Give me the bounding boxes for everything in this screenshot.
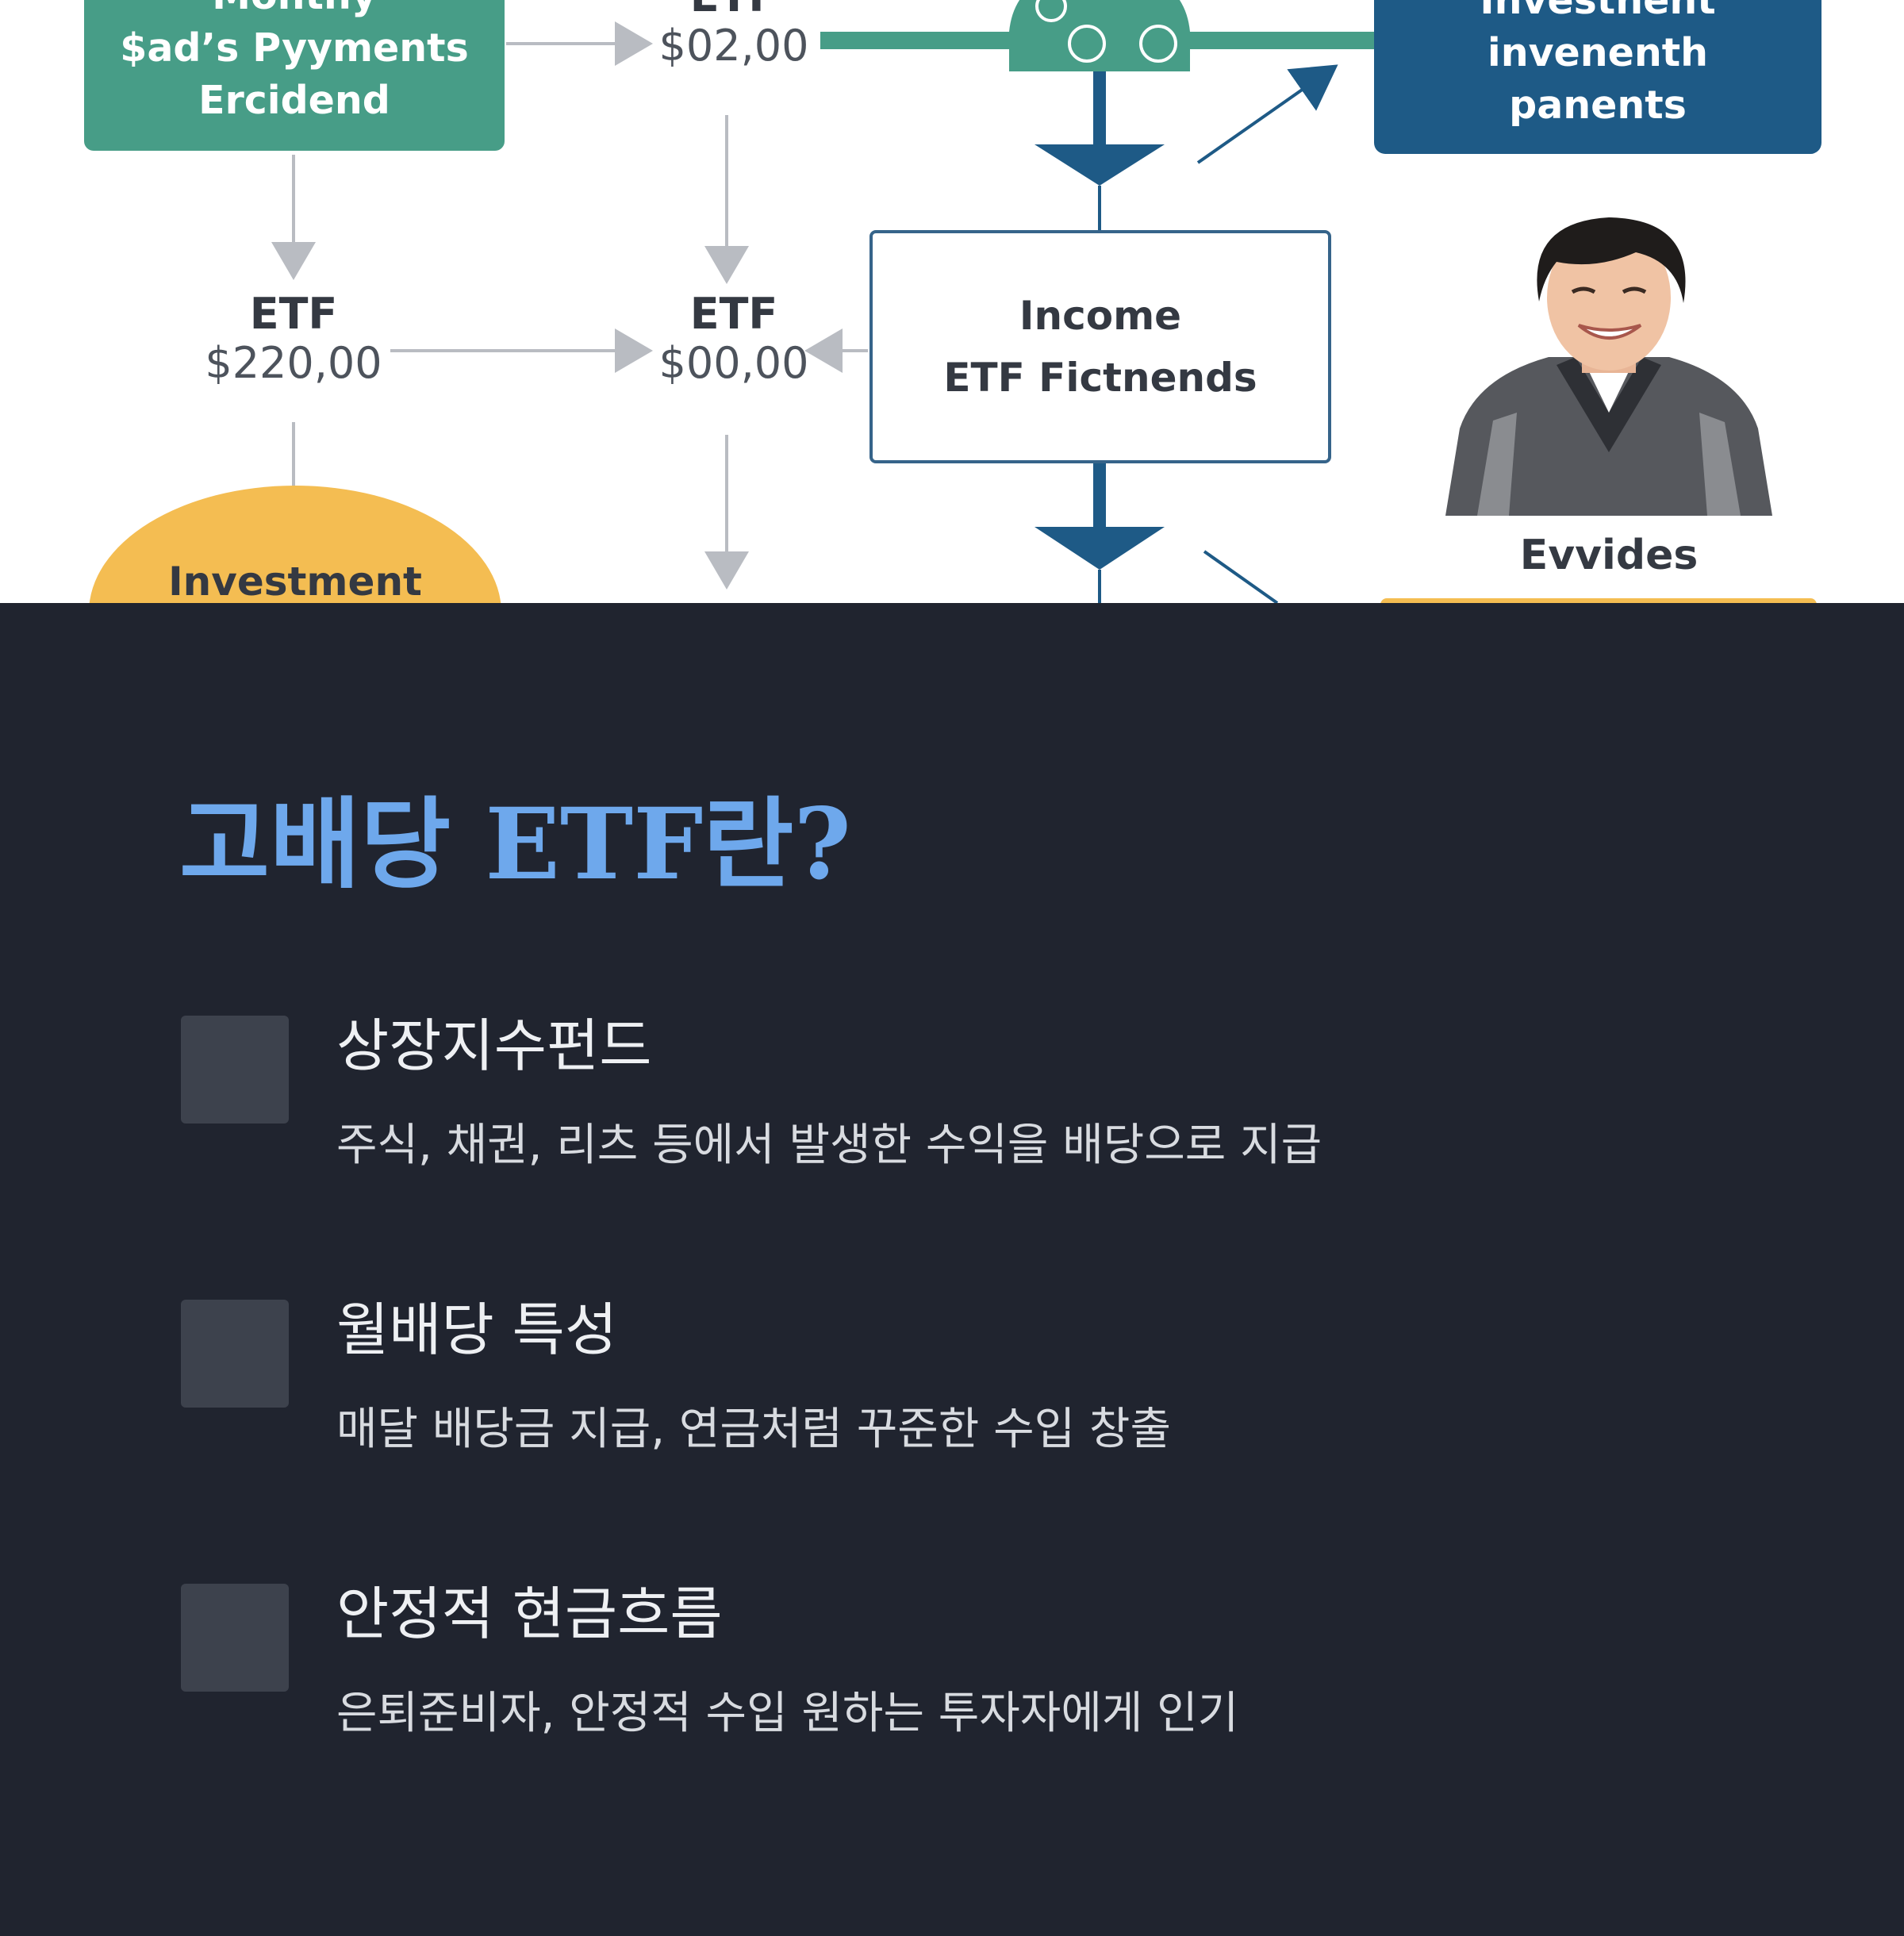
investment-box-line-2: invenenth — [1487, 30, 1709, 75]
monthly-box-line-3: Ercidend — [198, 78, 390, 123]
section-title: 고배당 ETF란? — [179, 787, 851, 902]
income-box-line-1: Income — [1019, 293, 1182, 339]
investment-blob-label: Investment — [168, 559, 422, 603]
etf-mid-label: ETF — [689, 289, 778, 339]
etf-left-node: ETF $220,00 — [182, 290, 405, 389]
etf-mid-node: ETF $00,00 — [627, 290, 841, 389]
content-section: 고배당 ETF란? 상장지수펀드 주식, 채권, 리츠 등에서 발생한 수익을 … — [0, 603, 1904, 1936]
person-avatar-icon — [1445, 217, 1772, 516]
etf-flow-diagram-image: Monthy $ad’s Pyyments Ercidend ETF $02,0… — [0, 0, 1904, 603]
etf-left-value: $220,00 — [205, 338, 382, 388]
feature-description: 주식, 채권, 리츠 등에서 발생한 수익을 배당으로 지급 — [336, 1120, 1322, 1171]
investment-box-line-1: Investnent — [1480, 0, 1716, 23]
income-box-line-2: ETF Fictnends — [943, 355, 1257, 401]
feature-square-icon — [181, 1016, 289, 1124]
diagram-connectors — [271, 0, 1817, 603]
feature-item: 월배당 특성 매달 배당금 지급, 연금처럼 꾸준한 수입 창출 — [179, 1290, 1687, 1465]
person-photo — [1445, 214, 1772, 516]
feature-description: 매달 배당금 지급, 연금처럼 꾸준한 수입 창출 — [336, 1404, 1171, 1455]
etf-top-label: ETF — [635, 0, 833, 21]
feature-title: 안정적 현금흐름 — [336, 1581, 723, 1647]
person-caption: Evvides — [1519, 532, 1699, 579]
investment-payments-box: Investnent invenenth panents — [1374, 0, 1821, 154]
feature-square-icon — [181, 1584, 289, 1692]
etf-mid-value: $00,00 — [658, 338, 809, 388]
etf-top-value: $02,00 — [658, 21, 809, 71]
feature-title: 월배당 특성 — [336, 1296, 618, 1363]
feature-square-icon — [181, 1300, 289, 1408]
etf-top-node: ETF $02,00 — [635, 0, 833, 71]
etf-left-label: ETF — [249, 289, 338, 339]
income-etf-box: Income ETF Fictnends — [869, 230, 1331, 463]
investment-box-line-3: panents — [1509, 83, 1687, 128]
feature-item: 상장지수펀드 주식, 채권, 리츠 등에서 발생한 수익을 배당으로 지급 — [179, 1006, 1687, 1181]
monthly-box-line-1: Monthy — [84, 0, 505, 22]
feature-item: 안정적 현금흐름 은퇴준비자, 안정적 수입 원하는 투자자에게 인기 — [179, 1574, 1687, 1749]
feature-title: 상장지수펀드 — [336, 1012, 652, 1079]
monthly-dividend-box: Monthy $ad’s Pyyments Ercidend — [84, 0, 505, 151]
monthly-box-line-2: $ad’s Pyyments — [120, 25, 469, 71]
feature-description: 은퇴준비자, 안정적 수입 원하는 투자자에게 인기 — [336, 1688, 1239, 1739]
